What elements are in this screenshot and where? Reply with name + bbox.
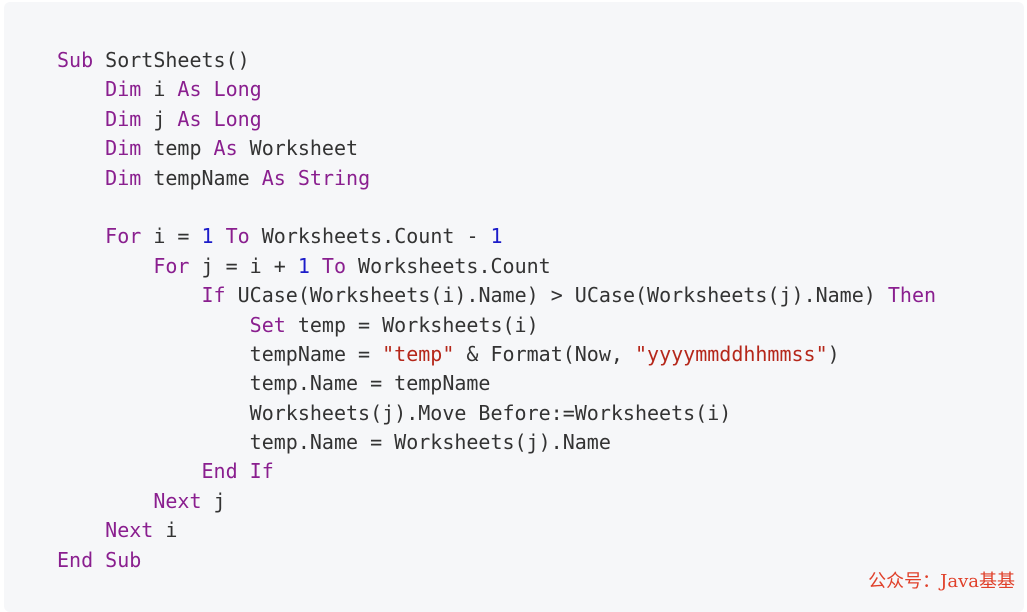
code-text: i =	[141, 224, 201, 248]
code-text: UCase(Worksheets(i).Name) > UCase(Worksh…	[226, 283, 888, 307]
code-keyword: If	[250, 459, 274, 483]
code-keyword: As	[177, 77, 201, 101]
code-keyword: String	[298, 166, 370, 190]
code-keyword: If	[202, 283, 226, 307]
code-text	[57, 459, 202, 483]
code-keyword: End	[57, 548, 93, 572]
code-line: Worksheets(j).Move Before:=Worksheets(i)	[57, 399, 936, 428]
code-text: Worksheet	[238, 136, 358, 160]
code-line: Sub SortSheets()	[57, 46, 936, 75]
code-line: Next i	[57, 516, 936, 545]
code-keyword: Next	[105, 518, 153, 542]
code-keyword: Next	[153, 489, 201, 513]
code-text	[57, 77, 105, 101]
code-line: Dim j As Long	[57, 105, 936, 134]
code-keyword: As	[262, 166, 286, 190]
code-text: j	[202, 489, 226, 513]
code-text: & Format(Now,	[454, 342, 635, 366]
code-keyword: Sub	[105, 548, 141, 572]
code-line: Next j	[57, 487, 936, 516]
code-text	[286, 166, 298, 190]
code-line: Set temp = Worksheets(i)	[57, 311, 936, 340]
code-text: j = i +	[189, 254, 297, 278]
code-keyword: Long	[214, 77, 262, 101]
code-keyword: To	[322, 254, 346, 278]
code-keyword: As	[177, 107, 201, 131]
code-line: tempName = "temp" & Format(Now, "yyyymmd…	[57, 340, 936, 369]
code-keyword: To	[226, 224, 250, 248]
code-number: 1	[298, 254, 310, 278]
code-text	[57, 518, 105, 542]
code-text: j	[141, 107, 177, 131]
code-text	[57, 313, 250, 337]
watermark-text: 公众号：Java基基	[868, 567, 1015, 593]
code-text	[202, 77, 214, 101]
code-line: Dim i As Long	[57, 75, 936, 104]
code-keyword: For	[153, 254, 189, 278]
code-text	[57, 224, 105, 248]
code-keyword: As	[214, 136, 238, 160]
code-text	[57, 166, 105, 190]
code-keyword: Set	[250, 313, 286, 337]
code-text: i	[141, 77, 177, 101]
code-string: "temp"	[382, 342, 454, 366]
code-text: temp.Name = tempName	[57, 371, 490, 395]
code-text	[238, 459, 250, 483]
code-text	[57, 136, 105, 160]
code-text: Worksheets.Count -	[250, 224, 491, 248]
code-line: Dim tempName As String	[57, 164, 936, 193]
code-text	[202, 107, 214, 131]
code-keyword: Dim	[105, 77, 141, 101]
code-text: tempName =	[57, 342, 382, 366]
code-keyword: Dim	[105, 166, 141, 190]
code-keyword: Then	[888, 283, 936, 307]
code-text: Worksheets(j).Move Before:=Worksheets(i)	[57, 401, 731, 425]
code-keyword: Sub	[57, 48, 93, 72]
code-number: 1	[202, 224, 214, 248]
code-keyword: Dim	[105, 136, 141, 160]
code-text	[57, 254, 153, 278]
code-text	[57, 283, 202, 307]
code-text	[310, 254, 322, 278]
code-text	[93, 548, 105, 572]
code-line: For j = i + 1 To Worksheets.Count	[57, 252, 936, 281]
code-line: Dim temp As Worksheet	[57, 134, 936, 163]
vba-code: Sub SortSheets() Dim i As Long Dim j As …	[57, 46, 936, 575]
code-line: End Sub	[57, 546, 936, 575]
code-keyword: End	[202, 459, 238, 483]
code-text: Worksheets.Count	[346, 254, 551, 278]
code-string: "yyyymmddhhmmss"	[635, 342, 828, 366]
code-keyword: For	[105, 224, 141, 248]
code-text: tempName	[141, 166, 261, 190]
code-keyword: Long	[214, 107, 262, 131]
code-text	[214, 224, 226, 248]
code-line: For i = 1 To Worksheets.Count - 1	[57, 222, 936, 251]
code-number: 1	[491, 224, 503, 248]
code-keyword: Dim	[105, 107, 141, 131]
code-text	[57, 107, 105, 131]
code-line: temp.Name = Worksheets(j).Name	[57, 428, 936, 457]
code-text: SortSheets()	[93, 48, 250, 72]
code-line: temp.Name = tempName	[57, 369, 936, 398]
code-text: temp = Worksheets(i)	[286, 313, 539, 337]
code-line	[57, 193, 936, 222]
code-text	[57, 489, 153, 513]
code-line: End If	[57, 457, 936, 486]
code-block: Sub SortSheets() Dim i As Long Dim j As …	[4, 2, 1024, 612]
code-line: If UCase(Worksheets(i).Name) > UCase(Wor…	[57, 281, 936, 310]
code-text: temp	[141, 136, 213, 160]
code-text: temp.Name = Worksheets(j).Name	[57, 430, 611, 454]
code-text: )	[828, 342, 840, 366]
code-text: i	[153, 518, 177, 542]
